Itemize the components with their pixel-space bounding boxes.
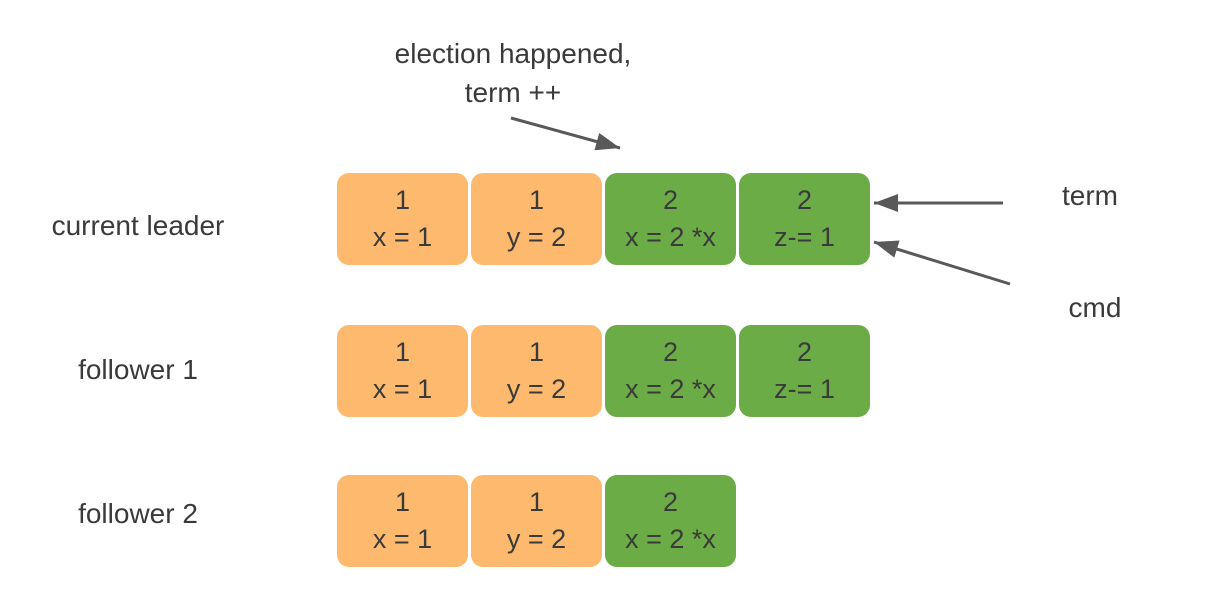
log-entry-term: 2 [662, 185, 679, 215]
log-entry: 1 y = 2 [471, 325, 602, 417]
log-entry-term: 2 [796, 185, 813, 215]
log-entry-term: 2 [662, 337, 679, 367]
log-entry-term: 2 [662, 487, 679, 517]
cmd-label: cmd [1068, 292, 1122, 323]
log-entry: 1 x = 1 [337, 475, 468, 567]
log-entry-term: 1 [528, 337, 545, 367]
term-label: term [1062, 180, 1118, 211]
log-entry-term: 1 [394, 487, 411, 517]
log-entry-cmd: x = 2 *x [625, 524, 716, 554]
log-entry: 2 z-= 1 [739, 173, 870, 265]
election-arrow [510, 116, 621, 151]
log-entry: 2 z-= 1 [739, 325, 870, 417]
cmd-arrow [873, 240, 1011, 286]
log-entry-cmd: x = 1 [372, 374, 433, 404]
row-label-follower-1: follower 1 [78, 354, 198, 385]
log-entry: 1 x = 1 [337, 173, 468, 265]
log-entry-term: 1 [394, 185, 411, 215]
election-annotation-line2: term ++ [464, 77, 562, 108]
log-entry-term: 2 [796, 337, 813, 367]
log-row-follower-1: 1 x = 1 1 y = 2 2 x = 2 *x 2 z-= 1 [337, 325, 870, 417]
log-entry-cmd: z-= 1 [774, 222, 835, 252]
log-entry-cmd: x = 1 [372, 524, 433, 554]
election-annotation: election happened, term ++ [363, 34, 663, 112]
log-entry-cmd: x = 2 *x [625, 222, 716, 252]
log-entry-term: 1 [528, 487, 545, 517]
log-entry: 2 x = 2 *x [605, 325, 736, 417]
log-entry-cmd: z-= 1 [774, 374, 835, 404]
log-entry-cmd: y = 2 [506, 374, 567, 404]
log-entry-term: 1 [528, 185, 545, 215]
log-entry: 1 y = 2 [471, 475, 602, 567]
log-entry: 2 x = 2 *x [605, 475, 736, 567]
log-entry-term: 1 [394, 337, 411, 367]
log-entry: 2 x = 2 *x [605, 173, 736, 265]
log-entry-cmd: x = 1 [372, 222, 433, 252]
log-entry-cmd: x = 2 *x [625, 374, 716, 404]
log-row-current-leader: 1 x = 1 1 y = 2 2 x = 2 *x 2 z-= 1 [337, 173, 870, 265]
log-row-follower-2: 1 x = 1 1 y = 2 2 x = 2 *x [337, 475, 736, 567]
row-label-current-leader: current leader [51, 210, 225, 241]
log-entry-cmd: y = 2 [506, 524, 567, 554]
log-entry: 1 x = 1 [337, 325, 468, 417]
election-annotation-line1: election happened, [394, 38, 632, 69]
log-entry: 1 y = 2 [471, 173, 602, 265]
row-label-follower-2: follower 2 [78, 498, 198, 529]
log-entry-cmd: y = 2 [506, 222, 567, 252]
